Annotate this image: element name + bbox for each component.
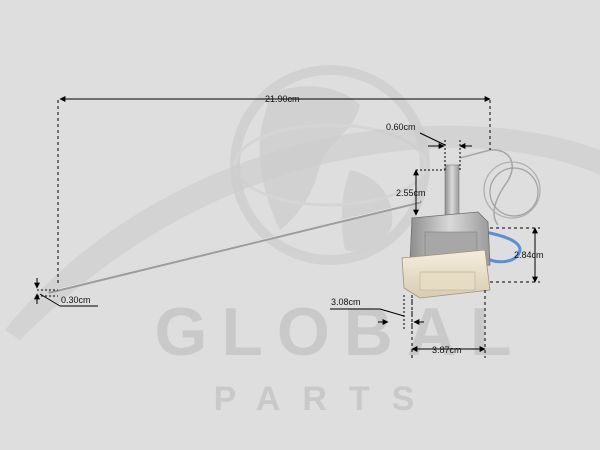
watermark-sub: PARTS <box>214 380 437 418</box>
watermark-swoosh <box>5 125 600 340</box>
label-shaft-height: 2.55cm <box>396 188 426 198</box>
label-bulb-diameter: 0.30cm <box>61 295 91 305</box>
blue-capillary <box>484 230 522 264</box>
capillary-tube <box>459 149 513 226</box>
label-overall-length: 21.90cm <box>265 94 300 104</box>
probe-rod <box>48 200 422 294</box>
watermark-brand: GLOBAL <box>154 294 525 370</box>
label-housing-height: 2.84cm <box>514 250 544 260</box>
label-width: 3.87cm <box>432 345 462 355</box>
watermark-globe <box>230 65 430 265</box>
thermostat <box>48 149 541 299</box>
dimension-lines <box>34 96 540 358</box>
label-shaft-diameter: 0.60cm <box>386 122 416 132</box>
shaft <box>444 164 460 216</box>
label-depth: 3.08cm <box>331 297 361 307</box>
